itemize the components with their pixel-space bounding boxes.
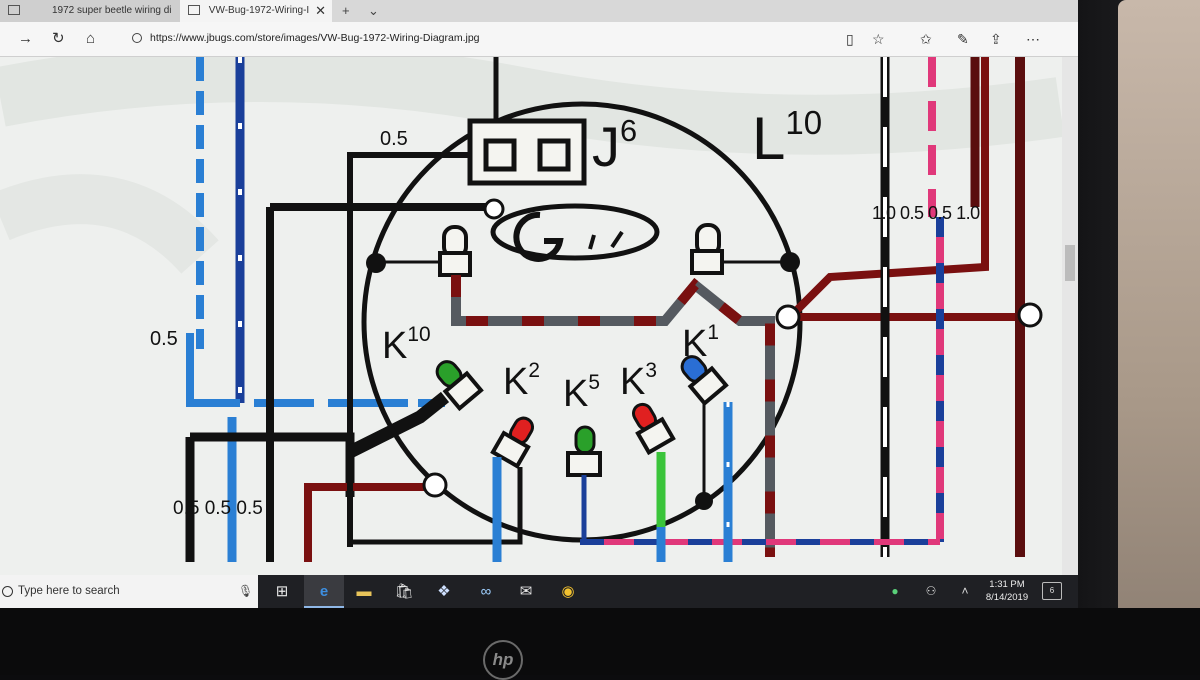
tab-label: VW-Bug-1972-Wiring-I xyxy=(208,5,310,16)
reading-view-icon[interactable]: ▯ xyxy=(846,31,854,47)
file-explorer-icon[interactable]: ▬ xyxy=(356,583,372,600)
wiring-diagram xyxy=(0,57,1065,562)
windows-taskbar: Type here to search 🎙 ⊞ e ▬ 🛍 ❖ ∞ ✉ ◉ ● … xyxy=(0,575,1078,608)
chevron-up-icon[interactable]: ˄ xyxy=(961,584,969,598)
laptop-bezel-right xyxy=(1078,0,1200,675)
hp-logo: hp xyxy=(483,640,523,680)
label-k3: K3 xyxy=(620,358,657,403)
home-icon[interactable]: ⌂ xyxy=(86,30,96,47)
system-clock[interactable]: 1:31 PM 8/14/2019 xyxy=(978,578,1036,604)
search-icon xyxy=(2,586,13,597)
help-icon[interactable]: ● xyxy=(891,584,899,598)
wire-red-right xyxy=(787,57,989,320)
wire-gauge-label-top: 0.5 xyxy=(380,128,408,150)
tab-page-icon xyxy=(188,5,200,16)
notification-center-icon[interactable]: 6 xyxy=(1042,582,1062,600)
people-icon[interactable]: ⚇ xyxy=(925,584,937,598)
tab-vw-bug-wiring[interactable]: VW-Bug-1972-Wiring-I ✕ xyxy=(180,0,332,22)
task-view-icon[interactable]: ⊞ xyxy=(275,583,289,600)
edge-browser-icon[interactable]: e xyxy=(304,575,344,608)
refresh-icon[interactable]: ↻ xyxy=(52,30,65,47)
browser-tab-bar: 1972 super beetle wiring di VW-Bug-1972-… xyxy=(0,0,1078,22)
store-icon[interactable]: 🛍 xyxy=(394,583,414,600)
label-k1: K1 xyxy=(682,320,719,365)
new-tab-button[interactable]: + xyxy=(342,3,350,18)
laptop-screen: 1972 super beetle wiring di VW-Bug-1972-… xyxy=(0,0,1078,608)
wire-gauge-label-left: 0.5 xyxy=(150,328,178,350)
wire-blue-horizontal xyxy=(186,333,445,407)
search-placeholder: Type here to search xyxy=(18,585,120,597)
tab-menu-button[interactable]: ⌄ xyxy=(368,3,379,18)
laptop-bezel-bottom: hp xyxy=(0,608,1200,680)
dropbox-icon[interactable]: ❖ xyxy=(437,583,451,600)
vertical-scrollbar[interactable] xyxy=(1062,57,1078,575)
favorites-icon[interactable]: ✩ xyxy=(920,31,932,47)
wiring-diagram-image: 0.5 0.5 J6 L10 K10 K2 K5 K3 K1 1.0 0.5 0… xyxy=(0,57,1078,575)
label-j6: J6 xyxy=(592,112,638,178)
label-l10: L10 xyxy=(752,103,823,172)
label-k5: K5 xyxy=(563,370,600,415)
mail-icon[interactable]: ✉ xyxy=(519,583,533,600)
taskbar-search-box[interactable]: Type here to search 🎙 xyxy=(0,575,258,608)
scrollbar-thumb[interactable] xyxy=(1065,245,1075,281)
wire-red-bottom xyxy=(304,483,435,562)
tab-1972-wiring-search[interactable]: 1972 super beetle wiring di xyxy=(0,0,180,22)
wire-gauges-right: 1.0 0.5 0.5 1.0 xyxy=(872,203,980,223)
label-k2: K2 xyxy=(503,358,540,403)
wire-grey-red xyxy=(451,275,775,557)
url-field[interactable]: https://www.jbugs.com/store/images/VW-Bu… xyxy=(132,28,480,48)
connector-j6 xyxy=(467,118,587,186)
microphone-icon[interactable]: 🎙 xyxy=(238,584,254,598)
clock-date: 8/14/2019 xyxy=(985,592,1029,603)
wire-gauges-bottom: 0.5 0.5 0.5 xyxy=(173,498,263,519)
favorite-star-icon[interactable]: ☆ xyxy=(872,31,885,47)
clock-time: 1:31 PM xyxy=(989,579,1025,590)
gauge-g xyxy=(490,203,660,261)
chrome-icon[interactable]: ◉ xyxy=(561,583,575,600)
site-info-icon[interactable] xyxy=(132,33,142,44)
notification-count: 6 xyxy=(1049,586,1055,595)
label-k10: K10 xyxy=(382,322,431,367)
tab-label: 1972 super beetle wiring di xyxy=(52,5,172,16)
notes-pen-icon[interactable]: ✎ xyxy=(957,31,969,47)
tab-page-icon xyxy=(8,5,20,16)
share-icon[interactable]: ⇪ xyxy=(990,31,1002,47)
close-icon[interactable]: ✕ xyxy=(315,3,326,18)
address-bar: → ↻ ⌂ https://www.jbugs.com/store/images… xyxy=(0,22,1078,57)
more-menu-icon[interactable]: ⋯ xyxy=(1026,31,1040,47)
infinity-app-icon[interactable]: ∞ xyxy=(480,583,492,600)
url-text: https://www.jbugs.com/store/images/VW-Bu… xyxy=(150,32,480,44)
forward-icon[interactable]: → xyxy=(18,30,33,47)
